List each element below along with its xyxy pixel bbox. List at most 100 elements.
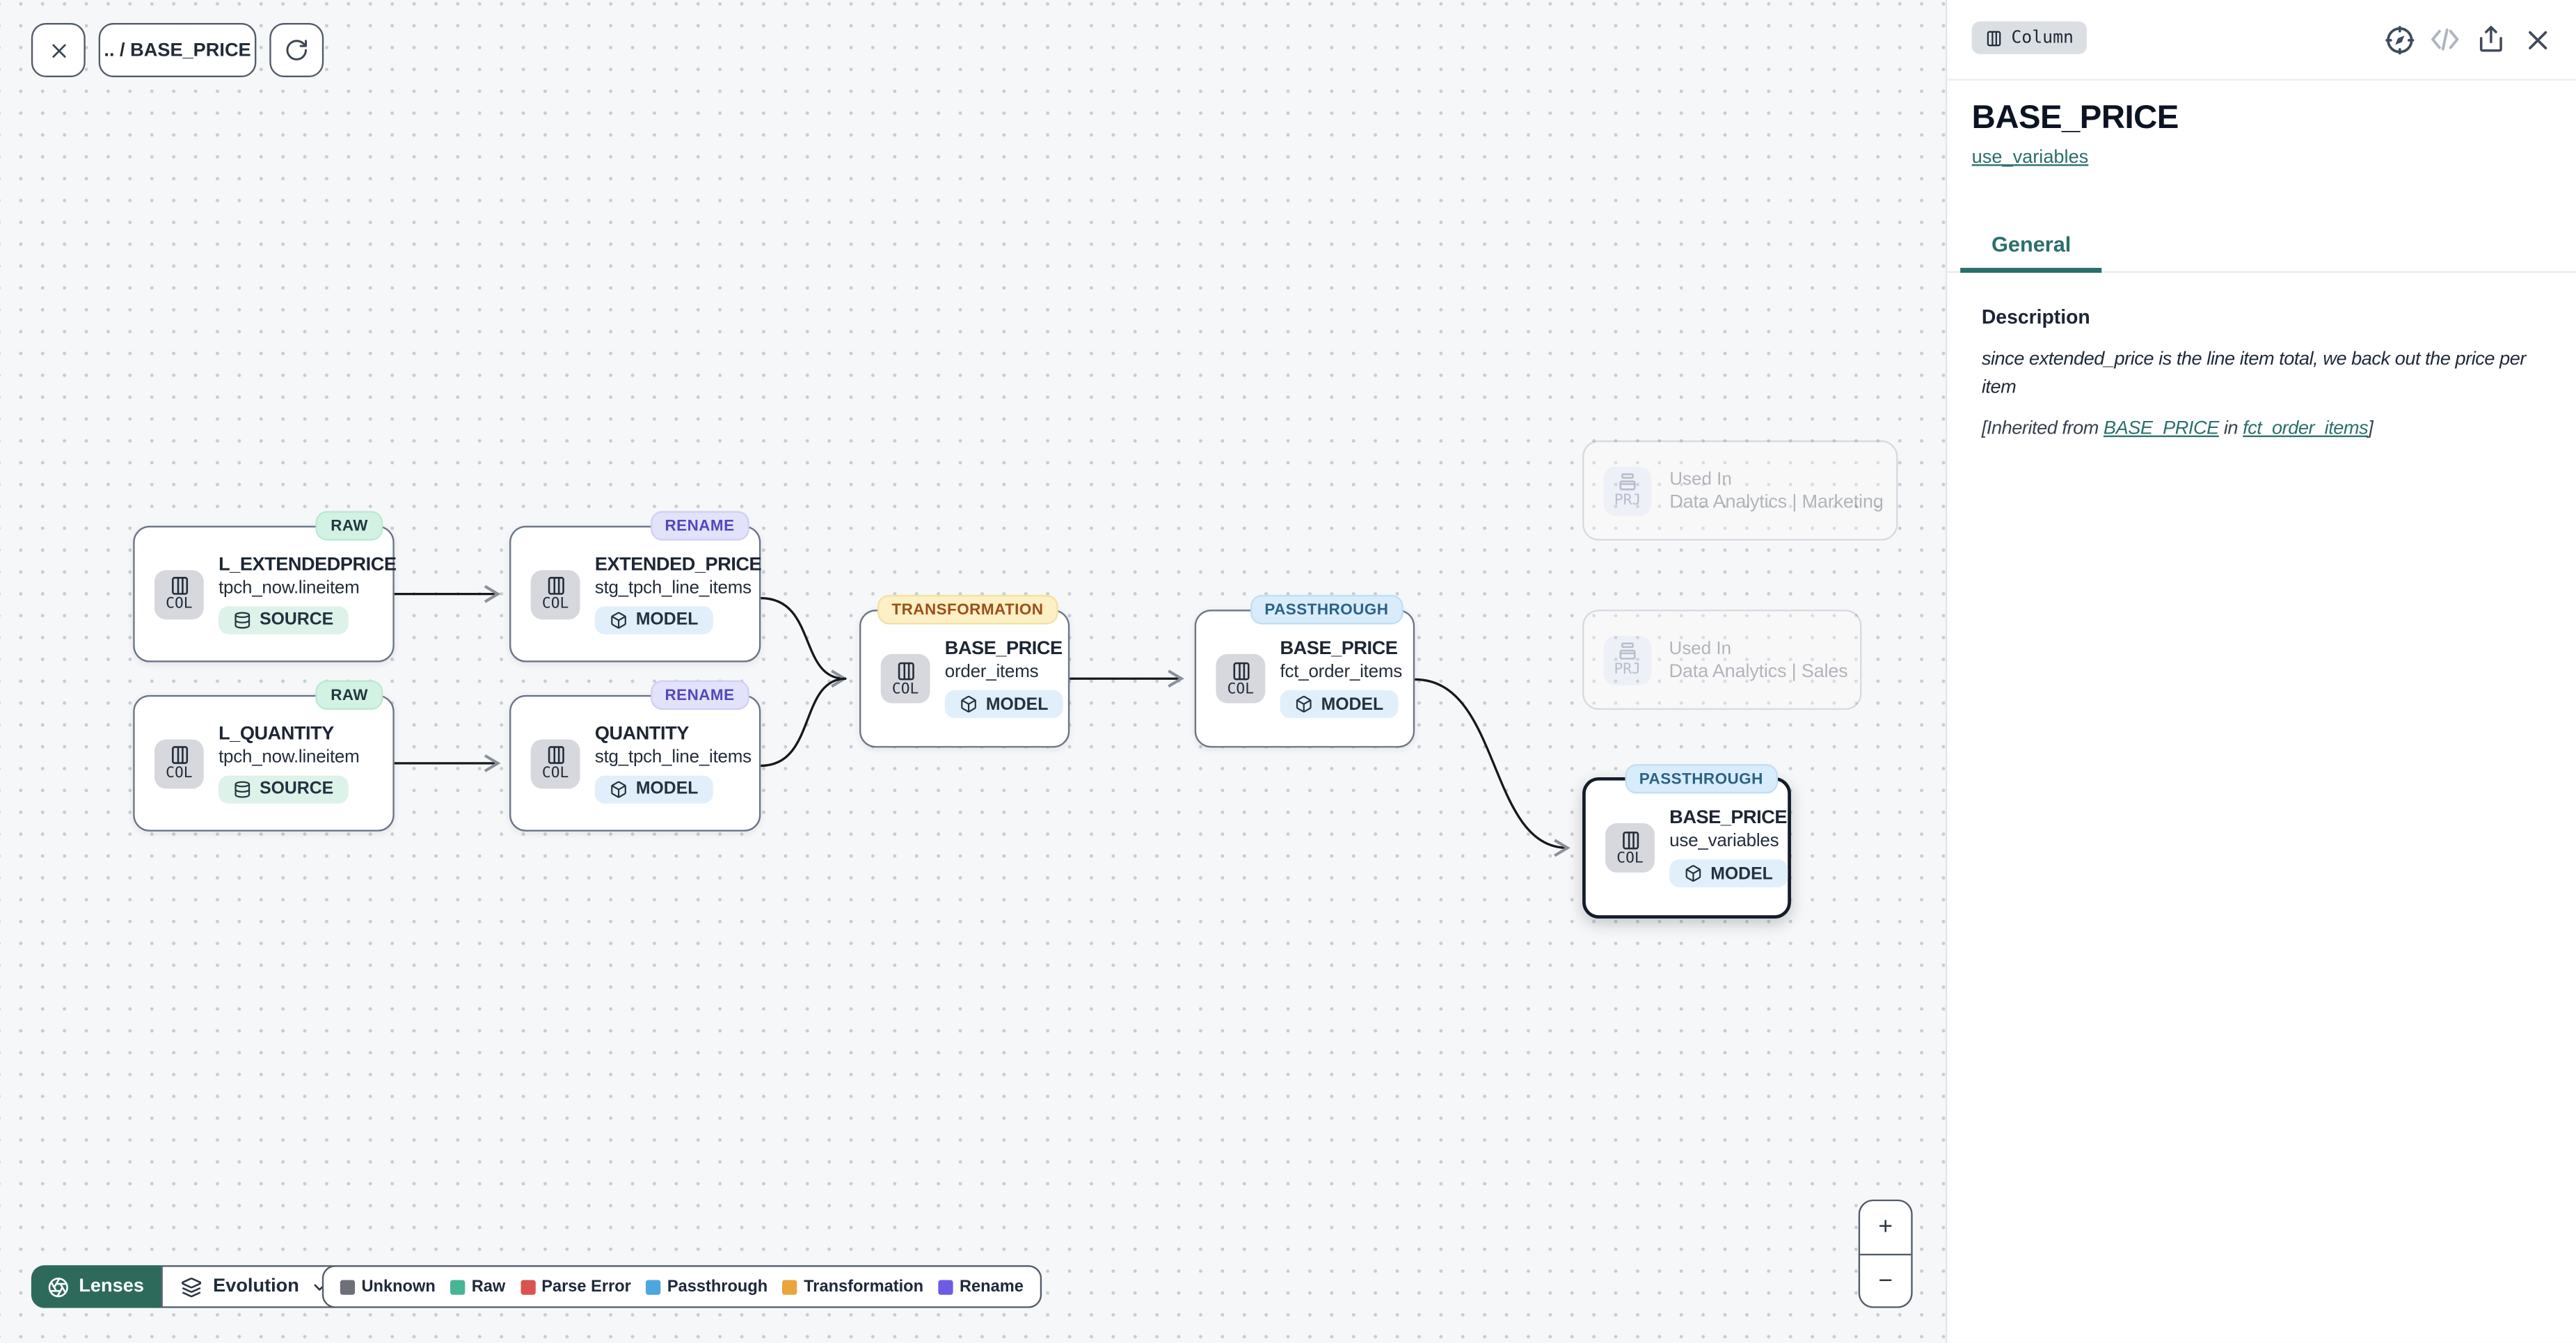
column-kind-icon: COL: [530, 569, 580, 619]
model-badge: MODEL: [944, 690, 1063, 718]
source-badge: SOURCE: [218, 605, 349, 634]
edge-kind-badge: TRANSFORMATION: [877, 594, 1058, 625]
description-heading: Description: [1981, 305, 2090, 329]
refresh-icon: [286, 40, 307, 61]
zoom-out-button[interactable]: −: [1878, 1266, 1893, 1295]
refresh-button[interactable]: [269, 23, 324, 77]
inherited-from-line: [Inherited from BASE_PRICE in fct_order_…: [1981, 419, 2374, 439]
cube-icon: [1296, 695, 1312, 713]
used-in-name: Data Analytics | Marketing: [1669, 492, 1884, 512]
description-text: since extended_price is the line item to…: [1981, 349, 2527, 398]
node-base-price-fct-order-items[interactable]: PASSTHROUGH COL BASE_PRICE fct_order_ite…: [1194, 594, 1415, 748]
node-model: fct_order_items: [1280, 662, 1403, 682]
project-kind-icon: PRJ: [1603, 635, 1651, 685]
node-model: use_variables: [1669, 831, 1779, 852]
explore-button[interactable]: [2383, 23, 2415, 56]
legend-swatch: [646, 1279, 661, 1294]
project-icon: [1619, 642, 1636, 660]
node-model: stg_tpch_line_items: [594, 578, 752, 598]
columns-icon: [170, 577, 187, 595]
model-link[interactable]: use_variables: [1971, 148, 2089, 168]
column-kind-icon: COL: [154, 738, 204, 788]
node-model: tpch_now.lineitem: [218, 578, 360, 598]
lenses-control: Lenses Evolution: [31, 1265, 347, 1308]
breadcrumb-label: .. / BASE_PRICE: [104, 40, 251, 61]
project-icon: [1619, 473, 1636, 491]
zoom-controls: + −: [1858, 1199, 1913, 1308]
share-button[interactable]: [2474, 23, 2507, 56]
columns-icon: [170, 746, 187, 764]
share-icon: [2479, 26, 2502, 52]
column-kind-icon: COL: [1216, 653, 1266, 704]
legend-swatch: [938, 1279, 953, 1294]
edge-type-legend: Unknown Raw Parse Error Passthrough Tran…: [321, 1265, 1042, 1308]
column-kind-icon: COL: [530, 738, 580, 788]
node-title: L_QUANTITY: [218, 724, 334, 744]
aperture-icon: [48, 1276, 68, 1297]
panel-header: Column: [1947, 0, 2576, 81]
legend-swatch: [450, 1279, 466, 1294]
lens-selector[interactable]: Evolution: [160, 1265, 347, 1308]
edge-kind-badge: RENAME: [650, 511, 749, 541]
node-model: tpch_now.lineitem: [218, 747, 360, 767]
legend-swatch: [520, 1279, 535, 1294]
model-badge: MODEL: [1280, 690, 1399, 718]
breadcrumb[interactable]: .. / BASE_PRICE: [98, 23, 257, 77]
project-kind-icon: PRJ: [1603, 466, 1652, 516]
cube-icon: [611, 780, 626, 797]
lenses-button[interactable]: Lenses: [31, 1265, 161, 1308]
close-icon: [2527, 30, 2547, 49]
node-l-extendedprice[interactable]: RAW COL L_EXTENDEDPRICE tpch_now.lineite…: [133, 511, 397, 662]
node-base-price-use-variables[interactable]: PASSTHROUGH COL BASE_PRICE use_variables…: [1582, 764, 1791, 919]
panel-title: BASE_PRICE: [1971, 100, 2179, 136]
inherited-column-link[interactable]: BASE_PRICE: [2103, 419, 2219, 439]
node-title: BASE_PRICE: [1280, 639, 1398, 659]
column-kind-icon: COL: [880, 653, 930, 704]
legend-item: Parse Error: [520, 1278, 631, 1296]
node-model: stg_tpch_line_items: [594, 747, 752, 767]
panel-tabs: General: [1947, 220, 2576, 273]
node-l-quantity[interactable]: RAW COL L_QUANTITY tpch_now.lineitem SOU…: [133, 680, 395, 832]
node-base-price-order-items[interactable]: TRANSFORMATION COL BASE_PRICE order_item…: [859, 594, 1070, 748]
edge-kind-badge: PASSTHROUGH: [1624, 764, 1779, 794]
used-in-name: Data Analytics | Sales: [1669, 661, 1848, 681]
node-title: BASE_PRICE: [944, 639, 1063, 659]
node-quantity[interactable]: RENAME COL QUANTITY stg_tpch_line_items …: [509, 680, 761, 832]
entity-type-badge: Column: [1971, 21, 2087, 54]
edge-kind-badge: RAW: [315, 511, 383, 541]
database-icon: [234, 780, 251, 797]
source-badge: SOURCE: [218, 774, 349, 803]
close-lineage-button[interactable]: [31, 23, 86, 77]
inherited-model-link[interactable]: fct_order_items: [2243, 419, 2369, 439]
model-badge: MODEL: [594, 774, 713, 803]
column-kind-icon: COL: [154, 569, 204, 619]
used-in-marketing-node[interactable]: PRJ Used In Data Analytics | Marketing: [1582, 440, 1898, 541]
columns-icon: [1987, 30, 2001, 46]
tab-general[interactable]: General: [1960, 220, 2103, 273]
edge-kind-badge: RAW: [315, 680, 383, 710]
legend-swatch: [782, 1279, 797, 1294]
column-kind-icon: COL: [1605, 823, 1655, 873]
edge-kind-badge: PASSTHROUGH: [1250, 594, 1404, 625]
node-extended-price[interactable]: RENAME COL EXTENDED_PRICE stg_tpch_line_…: [509, 511, 762, 662]
view-code-button[interactable]: [2428, 23, 2461, 56]
columns-icon: [1232, 661, 1249, 680]
used-in-sales-node[interactable]: PRJ Used In Data Analytics | Sales: [1582, 610, 1862, 710]
lineage-canvas[interactable]: .. / BASE_PRICE RAW COL L_EXTENDEDPRICE …: [0, 0, 1946, 1343]
model-badge: MODEL: [594, 605, 713, 634]
legend-item: Rename: [938, 1278, 1024, 1296]
legend-item: Passthrough: [646, 1278, 768, 1296]
details-panel: Column BASE_PRICE use_variables Gener: [1945, 0, 2576, 1343]
lenses-label: Lenses: [79, 1276, 144, 1297]
columns-icon: [547, 746, 564, 764]
columns-icon: [547, 577, 564, 595]
close-panel-button[interactable]: [2520, 23, 2553, 56]
legend-item: Transformation: [782, 1278, 923, 1296]
cube-icon: [1685, 865, 1701, 882]
database-icon: [234, 611, 251, 628]
model-badge: MODEL: [1669, 859, 1788, 888]
zoom-in-button[interactable]: +: [1860, 1201, 1911, 1255]
edge-kind-badge: RENAME: [650, 680, 749, 710]
code-icon: [2431, 28, 2459, 51]
